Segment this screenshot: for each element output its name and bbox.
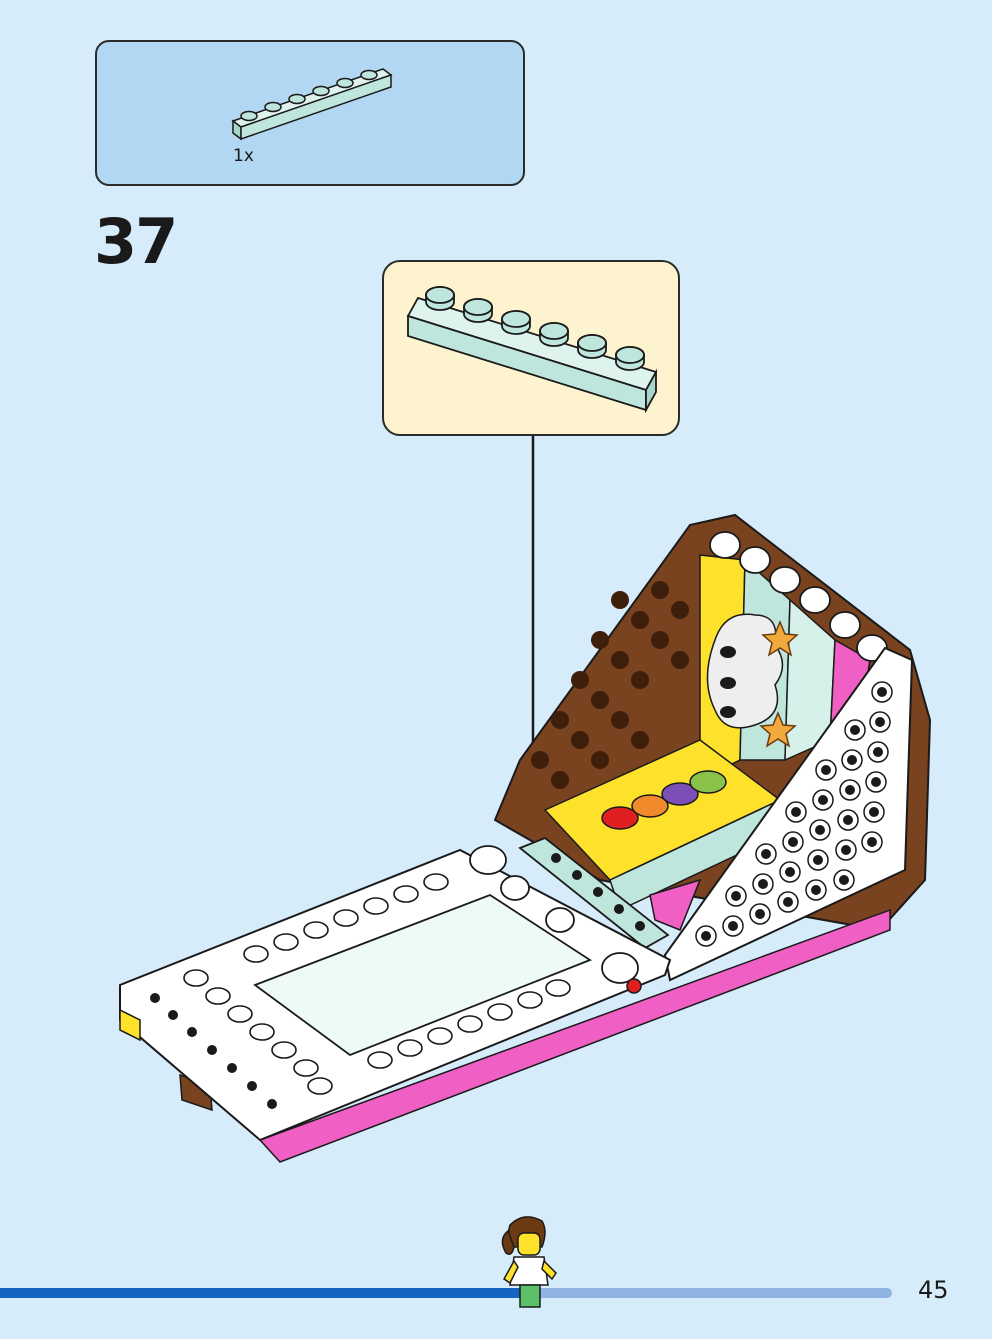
- page-number: 45: [918, 1276, 949, 1304]
- plate-1x6-light-aqua-icon: [406, 286, 658, 414]
- white-base-floor: [119, 845, 672, 1142]
- step-number: 37: [94, 205, 178, 278]
- plate-1x6-light-aqua-icon: [231, 68, 393, 141]
- minifigure-progress-icon: [501, 1216, 557, 1308]
- placed-plate-1x6: [518, 836, 670, 950]
- part-quantity: 1x: [233, 146, 254, 166]
- progress-fill: [0, 1288, 526, 1298]
- parts-list-box: 1x: [95, 40, 525, 186]
- callout-box: [382, 260, 680, 436]
- counter-shelf: [543, 739, 791, 931]
- progress-bar: [0, 1288, 892, 1298]
- inner-wall-panels: [633, 531, 888, 895]
- white-side-wall: [663, 646, 914, 982]
